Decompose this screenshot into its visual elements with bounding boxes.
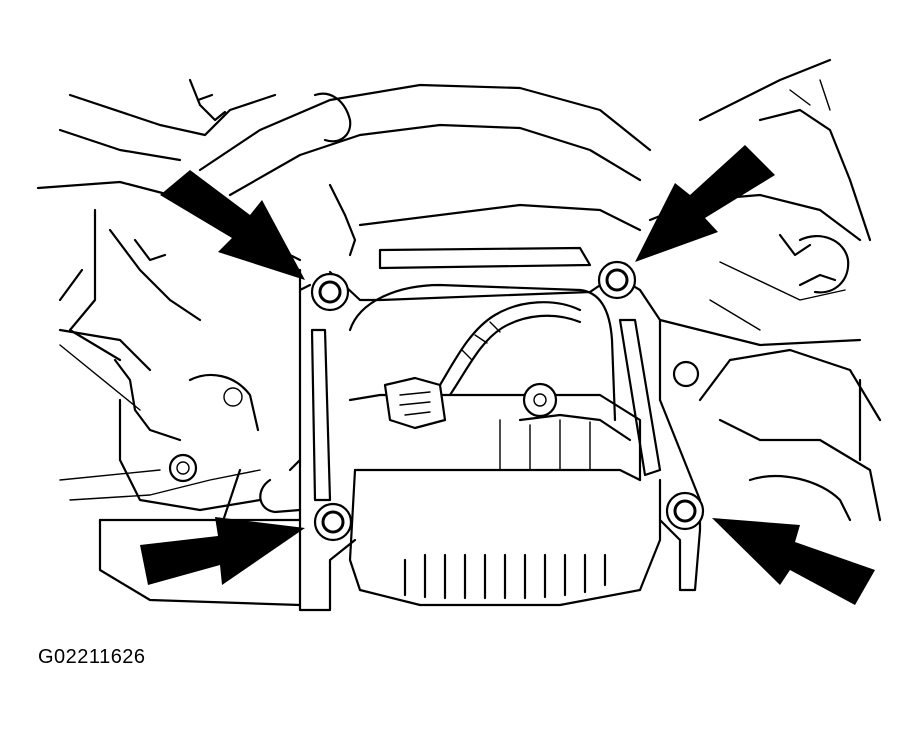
bolt-top-left [310, 272, 350, 312]
engine-background [36, 58, 882, 607]
pointer-arrows [140, 145, 875, 605]
left-bracket [113, 358, 260, 483]
bolt-aux [672, 360, 700, 388]
mounting-bracket [259, 268, 702, 612]
figure-id: G02211626 [38, 646, 146, 668]
bolt-top-right [597, 260, 637, 300]
bolt-bottom-left [313, 502, 353, 542]
alternator-fins [403, 553, 607, 600]
arrow-bottom-right [712, 518, 875, 605]
arrow-top-right [635, 145, 775, 262]
mounting-bolts [310, 260, 705, 542]
alternator [348, 283, 662, 607]
bolt-bottom-right [665, 491, 705, 531]
arrow-top-left [160, 170, 305, 280]
arrow-bottom-left [140, 517, 305, 585]
background-fasteners [133, 78, 837, 287]
